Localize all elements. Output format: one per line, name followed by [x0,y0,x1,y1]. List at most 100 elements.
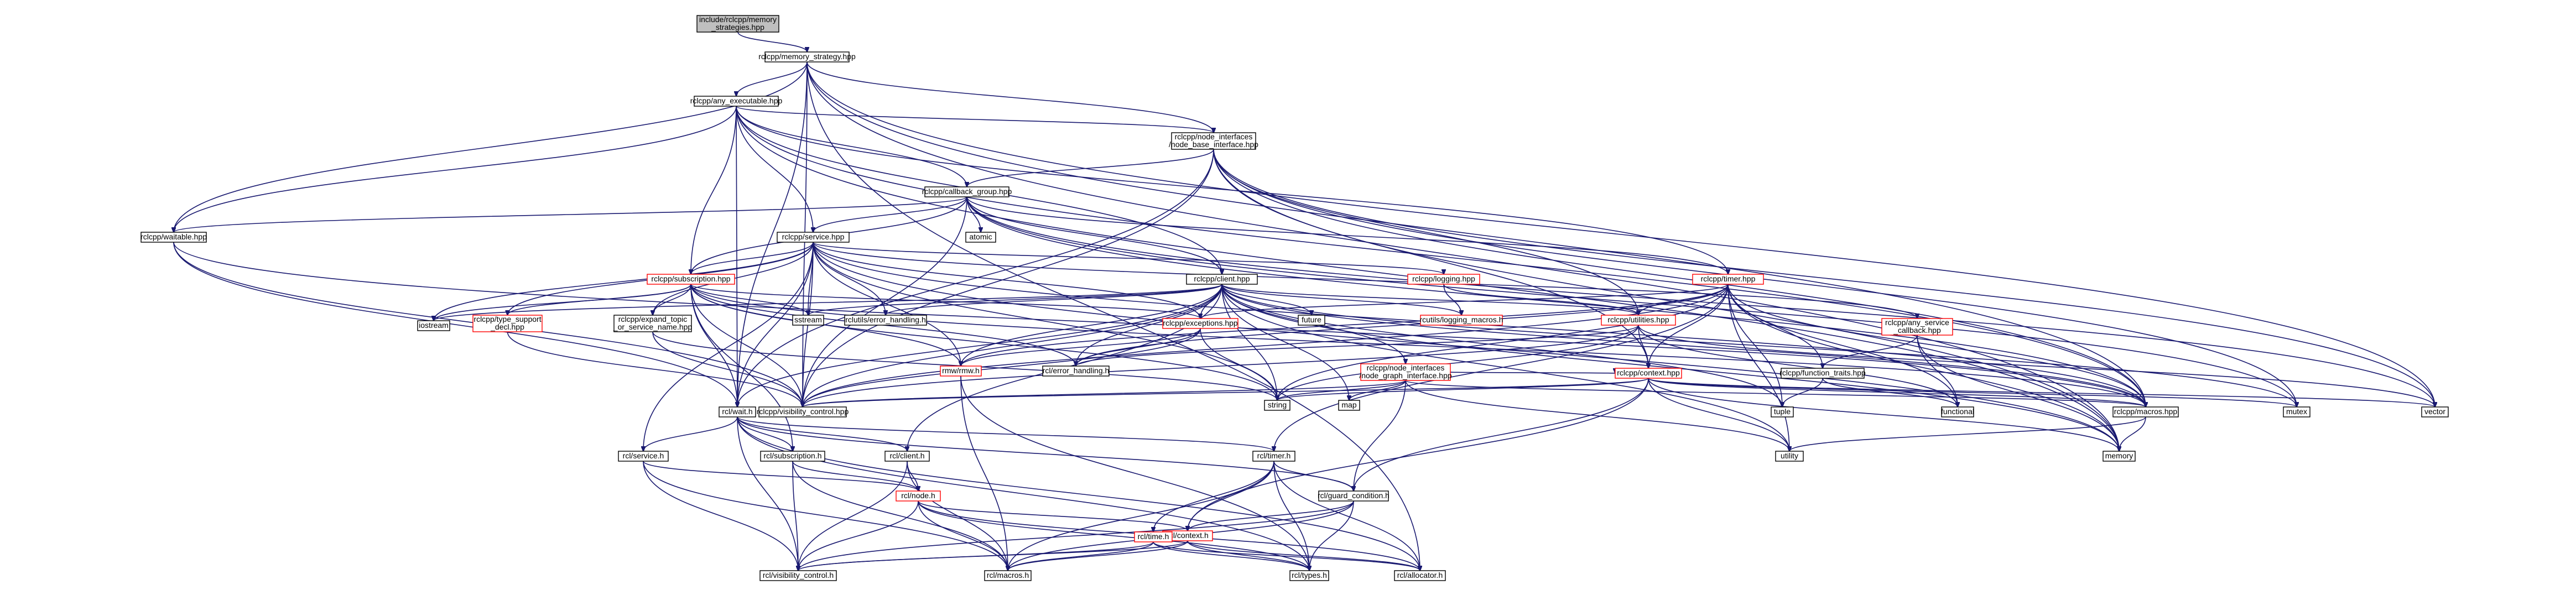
graph-node[interactable]: iostream [417,320,450,331]
node-label: rclcpp/service.hpp [782,232,845,241]
dependency-edge [1221,284,1277,400]
dependency-edge [1273,461,1354,491]
graph-node[interactable]: rcl/macros.h [984,570,1032,581]
graph-node[interactable]: functional [1941,406,1974,417]
graph-node[interactable]: rcl/visibility_control.h [759,570,837,581]
dependency-edge [1221,284,1312,315]
node-box [1134,531,1173,542]
dependency-edge [798,541,1154,571]
graph-node[interactable]: rclcpp/any_service_callback.hpp [1881,318,1953,336]
graph-node[interactable]: rclcpp/client.hpp [1186,274,1258,285]
graph-node[interactable]: rclcpp/service.hpp [777,232,850,243]
graph-node[interactable]: tuple [1771,406,1794,417]
dependency-edge [1309,500,1354,571]
graph-node[interactable]: rclcpp/any_executable.hpp [690,96,783,107]
graph-node[interactable]: memory [2103,451,2136,462]
node-label: _strategies.hpp [711,23,764,32]
node-box [1042,366,1110,377]
node-label: include/rclcpp/memory [699,15,777,24]
dependency-edge [1638,325,2435,407]
dependency-edge [434,242,814,321]
graph-node[interactable]: rcl/context.h [1162,530,1213,541]
node-label: _or_service_name.hpp [613,322,693,331]
dependency-edge [690,284,2146,407]
dependency-edge [806,61,2435,407]
graph-node[interactable]: rcl/service.h [618,451,669,462]
graph-node[interactable]: rclcpp/visibility_control.hpp [757,406,849,417]
node-label: rclutils/error_handling.h [845,315,926,324]
node-box [758,406,847,417]
dependency-edge [1213,149,2435,407]
node-box [472,315,543,332]
graph-node[interactable]: future [1298,315,1325,326]
dependency-edge [1008,541,1154,571]
dependency-edge [813,242,1917,319]
node-box [1615,368,1682,379]
graph-node[interactable]: rclcpp/expand_topic_or_service_name.hpp [613,315,693,332]
node-box [884,451,930,462]
graph-node[interactable]: rclcpp/utilities.hpp [1601,315,1676,326]
graph-node[interactable]: rclcpp/function_traits.hpp [1779,368,1866,379]
graph-node[interactable]: rclcpp/type_support_decl.hpp [472,315,543,332]
dependency-edge [1789,416,2146,451]
node-box [1298,315,1325,326]
graph-node[interactable]: rcl/time.h [1134,531,1173,542]
graph-node[interactable]: rclcpp/logging.hpp [1407,274,1480,285]
graph-node[interactable]: rclcpp/node_interfaces/node_base_interfa… [1169,132,1258,150]
graph-node[interactable]: sstream [792,315,824,326]
graph-node[interactable]: map [1338,400,1360,411]
graph-node[interactable]: rclcpp/callback_group.hpp [922,186,1012,197]
graph-node[interactable]: rcl/error_handling.h [1042,366,1110,377]
graph-node[interactable]: string [1264,400,1290,411]
graph-node[interactable]: rclcpp/exceptions.hpp [1162,318,1238,329]
graph-node[interactable]: rclcpp/memory_strategy.hpp [758,51,856,62]
graph-node[interactable]: rcutils/logging_macros.h [1420,315,1503,326]
graph-node[interactable]: rcl/guard_condition.h [1318,490,1390,502]
graph-node[interactable]: rcl/types.h [1289,570,1329,581]
dependency-edge [806,61,1420,571]
graph-node[interactable]: rclcpp/node_interfaces/node_graph_interf… [1359,363,1452,381]
node-box [896,490,941,502]
node-label: iostream [419,321,449,330]
node-box [1941,406,1974,417]
graph-node[interactable]: rcl/wait.h [719,406,756,417]
dependency-edge [803,284,1222,407]
graph-node[interactable]: atomic [965,232,996,243]
node-label: rclcpp/utilities.hpp [1607,315,1669,324]
node-label: rcl/allocator.h [1397,571,1443,579]
dependency-edge [792,461,918,491]
dependency-edge [1273,461,1420,571]
graph-node[interactable]: vector [2421,406,2449,417]
graph-node[interactable]: rclcpp/timer.hpp [1692,274,1764,285]
graph-node[interactable]: rclutils/error_handling.h [844,315,927,326]
node-label: rcl/timer.h [1257,451,1291,460]
dependency-edge [1200,284,1729,319]
dependency-edge [1221,284,2297,407]
graph-node[interactable]: rmw/rmw.h [940,366,982,377]
node-label: rcl/types.h [1292,571,1327,579]
dependency-edge [803,196,967,407]
node-label: _decl.hpp [490,322,524,331]
dependency-edge [1443,284,1461,315]
graph-node[interactable]: rclcpp/subscription.hpp [647,274,735,285]
graph-node[interactable]: utility [1775,451,1804,462]
node-label: _callback.hpp [1893,326,1941,335]
node-label: rclcpp/function_traits.hpp [1779,368,1866,377]
graph-node[interactable]: rcl/subscription.h [760,451,825,462]
graph-node[interactable]: mutex [2283,406,2310,417]
dependency-edge [966,196,2435,407]
graph-node[interactable]: rcl/timer.h [1252,451,1295,462]
graph-node[interactable]: rcl/node.h [896,490,941,502]
graph-node[interactable]: rclcpp/waitable.hpp [140,232,207,243]
graph-node[interactable]: rcl/allocator.h [1394,570,1446,581]
node-label: rclcpp/expand_topic [618,315,688,323]
dependency-edge [643,461,918,491]
graph-node[interactable]: include/rclcpp/memory_strategies.hpp [696,15,779,33]
node-label: utility [1781,451,1798,460]
dependency-edge [1727,284,2146,407]
dependency-edge [690,284,737,407]
graph-node[interactable]: rclcpp/macros.hpp [2112,406,2179,417]
graph-node[interactable]: rclcpp/context.hpp [1615,368,1682,379]
node-label: future [1302,315,1321,324]
graph-node[interactable]: rcl/client.h [884,451,930,462]
